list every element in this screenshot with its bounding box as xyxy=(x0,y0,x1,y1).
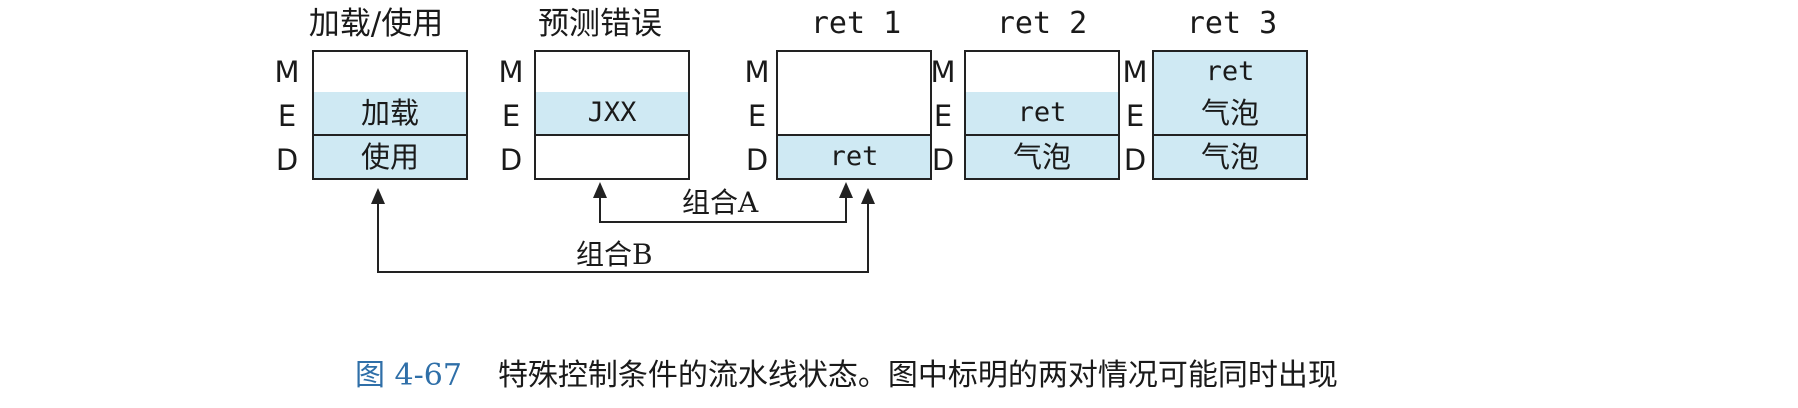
combination-b-arrowhead-left xyxy=(371,188,385,204)
stage-label-m: M xyxy=(744,55,770,89)
cell-mispredict-d xyxy=(534,136,690,180)
cell-ret3-d: 气泡 xyxy=(1152,136,1308,180)
cell-ret3-e: 气泡 xyxy=(1152,92,1308,136)
cell-ret1-d: ret xyxy=(776,136,932,180)
cell-mispredict-e: JXX xyxy=(534,92,690,136)
figure-caption-text: 特殊控制条件的流水线状态。图中标明的两对情况可能同时出现 xyxy=(497,358,1338,393)
combination-b-connector xyxy=(371,188,875,273)
combination-a-line xyxy=(599,190,847,223)
stage-label-d: D xyxy=(499,143,523,177)
column-title-ret2: ret 2 xyxy=(996,6,1088,41)
cell-ret2-m xyxy=(964,50,1120,94)
combination-a-label: 组合A xyxy=(682,186,759,219)
column-title-ret1: ret 1 xyxy=(810,6,902,41)
combination-a-arrowhead-right xyxy=(839,182,853,198)
column-title-load-use: 加载/使用 xyxy=(308,6,444,42)
cell-load-use-d: 使用 xyxy=(312,136,468,180)
stage-label-e: E xyxy=(277,99,297,133)
cell-ret1-e xyxy=(776,92,932,136)
stage-label-m: M xyxy=(930,55,956,89)
pipeline-diagram: 加载/使用 M E D 加载 使用 预测错误 M E D JXX ret 1 M… xyxy=(274,6,1308,273)
combination-a-connector xyxy=(593,182,853,223)
stage-label-d: D xyxy=(1123,143,1147,177)
combination-a-arrowhead-left xyxy=(593,182,607,198)
stage-label-d: D xyxy=(275,143,299,177)
cell-ret2-d: 气泡 xyxy=(964,136,1120,180)
stage-label-d: D xyxy=(931,143,955,177)
stage-label-e: E xyxy=(501,99,521,133)
stage-label-d: D xyxy=(745,143,769,177)
combination-connectors xyxy=(371,182,875,273)
combination-b-line xyxy=(377,196,869,273)
stage-label-m: M xyxy=(498,55,524,89)
cell-load-use-e: 加载 xyxy=(312,92,468,136)
cell-ret2-e: ret xyxy=(964,92,1120,136)
stage-label-e: E xyxy=(1125,99,1145,133)
column-title-ret3: ret 3 xyxy=(1186,6,1278,41)
stage-label-e: E xyxy=(747,99,767,133)
cell-ret3-m: ret xyxy=(1152,50,1308,94)
figure-caption: 图 4-67 特殊控制条件的流水线状态。图中标明的两对情况可能同时出现 xyxy=(355,356,1338,396)
combination-b-arrowhead-right xyxy=(861,188,875,204)
column-title-mispredict: 预测错误 xyxy=(538,6,662,42)
stage-label-e: E xyxy=(933,99,953,133)
stage-label-m: M xyxy=(1122,55,1148,89)
figure-number: 图 4-67 xyxy=(355,358,462,393)
combination-b-label: 组合B xyxy=(576,238,653,271)
stage-label-m: M xyxy=(274,55,300,89)
